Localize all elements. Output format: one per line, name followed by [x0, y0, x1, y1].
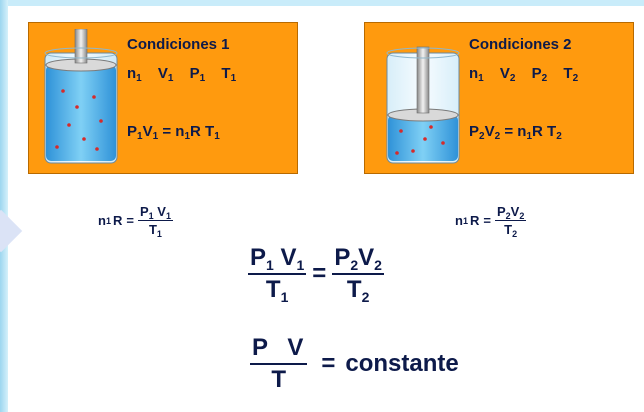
var-v2: V2	[499, 65, 516, 84]
conditions-1-variables: n1 V1 P1 T1	[127, 65, 248, 84]
conditions-1-equation: P1V1 = n1R T1	[127, 123, 220, 142]
combined-left-fraction: P1 V1 T1	[248, 244, 307, 305]
conditions-1-title: Condiciones 1	[127, 36, 230, 53]
var-p2: P2	[531, 65, 548, 84]
constant-label: constante	[345, 350, 459, 377]
conditions-2-variables: n1 V2 P2 T2	[469, 65, 590, 84]
var-n1: n1	[127, 65, 142, 84]
cylinder-1-illustration	[44, 29, 118, 164]
general-fraction: P V T	[250, 334, 308, 393]
combined-gas-equation: P1 V1 T1 = P2V2 T2	[248, 244, 384, 305]
var-t2: T2	[563, 65, 579, 84]
conditions-2-panel: Condiciones 2 n1 V2 P2 T2 P2V2 = n1R T2	[364, 22, 634, 174]
cylinder-2-illustration	[386, 46, 460, 164]
cylinder-1-particles	[55, 89, 103, 151]
var-v1: V1	[157, 65, 174, 84]
cylinder-2-rod	[416, 46, 430, 114]
cylinder-2-particles	[395, 125, 445, 155]
cylinder-1-rod	[74, 29, 88, 64]
n1r-left-fraction: P1 V1 T1	[137, 204, 173, 239]
general-gas-law: P V T = constante	[250, 334, 459, 393]
conditions-1-panel: Condiciones 1 n1 V1 P1 T1 P1V1 = n1R T1	[28, 22, 298, 174]
cylinder-1-gas	[46, 65, 116, 161]
conditions-2-equation: P2V2 = n1R T2	[469, 123, 562, 142]
var-p1: P1	[189, 65, 206, 84]
combined-right-fraction: P2V2 T2	[332, 244, 384, 305]
n1r-right-fraction: P2V2 T2	[494, 204, 527, 239]
left-border-strip	[0, 0, 8, 412]
cylinder-2-gas	[388, 115, 458, 161]
var-n1: n1	[469, 65, 484, 84]
var-t1: T1	[221, 65, 237, 84]
conditions-2-title: Condiciones 2	[469, 36, 572, 53]
